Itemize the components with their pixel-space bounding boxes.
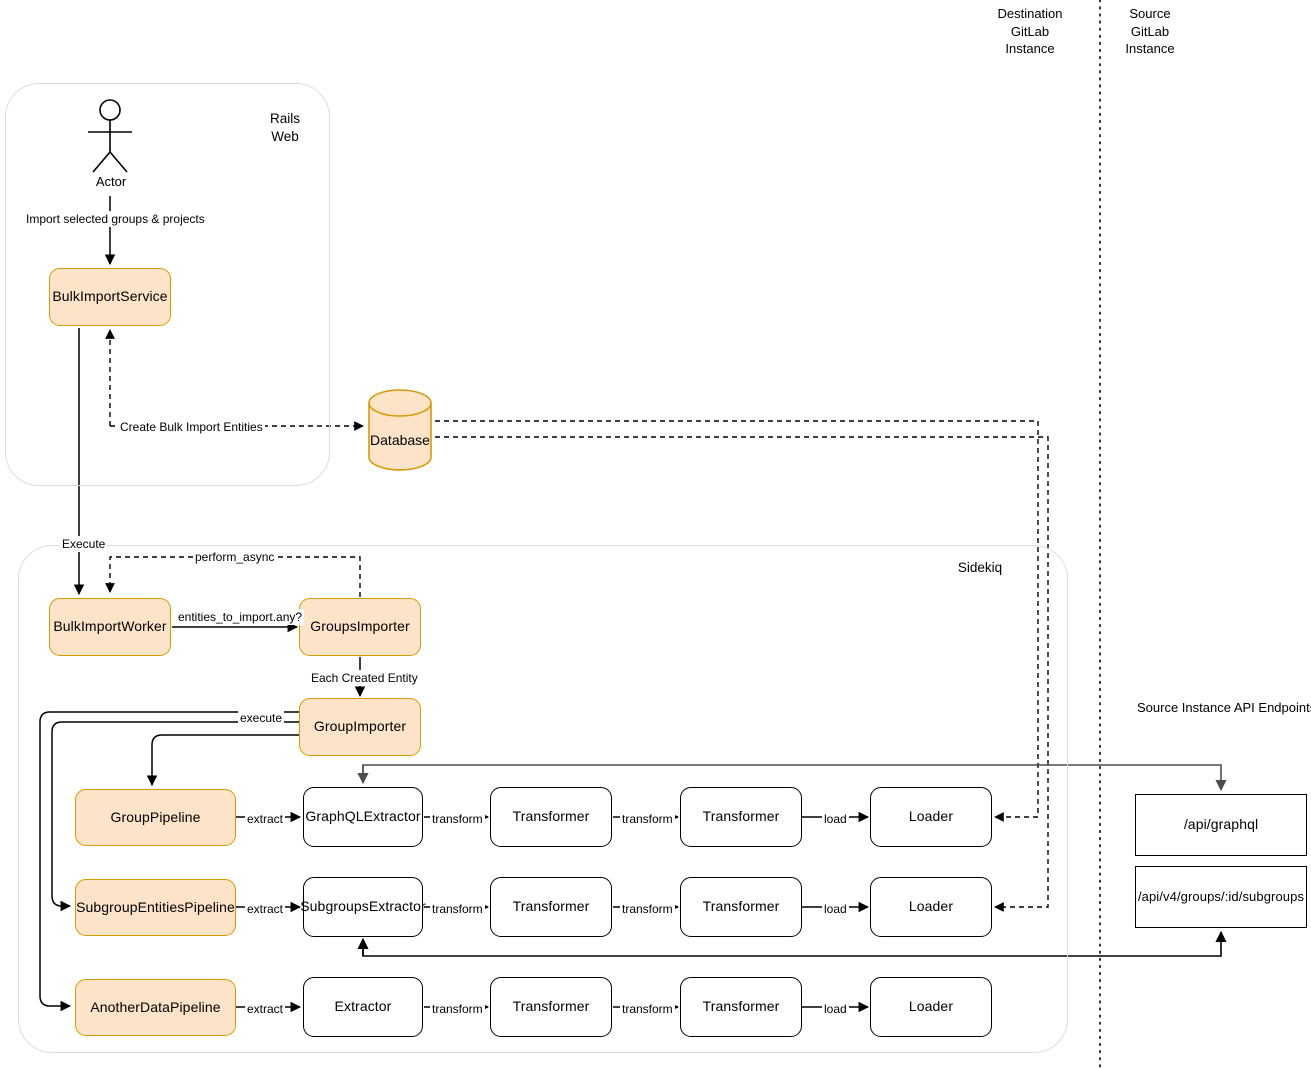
node-api-subgroups[interactable]: /api/v4/groups/:id/subgroups [1135,866,1307,928]
edge-label-entities-to-import: entities_to_import.any? [176,609,305,626]
node-group-importer[interactable]: GroupImporter [299,698,421,756]
edge-label-extract-r2: extract [245,901,286,918]
edge-label-load-r3: load [822,1001,849,1018]
group-sidekiq-label: Sidekiq [957,560,1003,575]
node-bulk-import-worker[interactable]: BulkImportWorker [49,598,171,656]
edge-label-transform-r1-a: transform [430,811,485,828]
node-transformer-r2-b[interactable]: Transformer [680,877,802,937]
node-groups-importer[interactable]: GroupsImporter [299,598,421,656]
edge-label-transform-r2-b: transform [620,901,675,918]
node-loader-r1[interactable]: Loader [870,787,992,847]
database-cylinder-shape [368,389,432,471]
edge-label-import-selected: Import selected groups & projects [24,211,207,228]
destination-instance-header: Destination GitLab Instance [997,6,1063,57]
edge-label-execute-worker: Execute [60,536,108,553]
actor-label: Actor [95,174,127,189]
node-extractor[interactable]: Extractor [303,977,423,1037]
edge-label-load-r2: load [822,901,849,918]
edge-label-execute-pipeline: execute [238,710,285,727]
edge-label-load-r1: load [822,811,849,828]
node-subgroups-extractor[interactable]: SubgroupsExtractor [300,877,426,937]
node-graphql-extractor[interactable]: GraphQLExtractor [303,787,423,847]
source-api-endpoints-title: Source Instance API Endpoints [1137,700,1311,715]
node-another-data-pipeline[interactable]: AnotherDataPipeline [75,979,236,1036]
source-instance-header: Source GitLab Instance [1125,6,1175,57]
node-bulk-import-service[interactable]: BulkImportService [49,268,171,326]
edge-label-transform-r1-b: transform [620,811,675,828]
edge-label-perform-async: perform_async [193,549,277,566]
group-rails-web [5,83,330,486]
node-transformer-r1-a[interactable]: Transformer [490,787,612,847]
edge-label-each-created-entity: Each Created Entity [309,670,420,687]
node-transformer-r3-a[interactable]: Transformer [490,977,612,1037]
edge-label-create-bulk-import-entities: Create Bulk Import Entities [118,419,265,436]
node-subgroup-entities-pipeline[interactable]: SubgroupEntitiesPipeline [75,879,236,936]
edge-label-extract-r3: extract [245,1001,286,1018]
node-transformer-r2-a[interactable]: Transformer [490,877,612,937]
node-loader-r3[interactable]: Loader [870,977,992,1037]
group-rails-web-label: Rails Web [269,111,300,145]
edge-label-transform-r3-a: transform [430,1001,485,1018]
node-group-pipeline[interactable]: GroupPipeline [75,789,236,846]
edge-label-transform-r3-b: transform [620,1001,675,1018]
database-label: Database [370,432,430,448]
node-loader-r2[interactable]: Loader [870,877,992,937]
node-api-graphql[interactable]: /api/graphql [1135,794,1307,856]
node-transformer-r1-b[interactable]: Transformer [680,787,802,847]
node-transformer-r3-b[interactable]: Transformer [680,977,802,1037]
edge-label-transform-r2-a: transform [430,901,485,918]
edge-label-extract-r1: extract [245,811,286,828]
